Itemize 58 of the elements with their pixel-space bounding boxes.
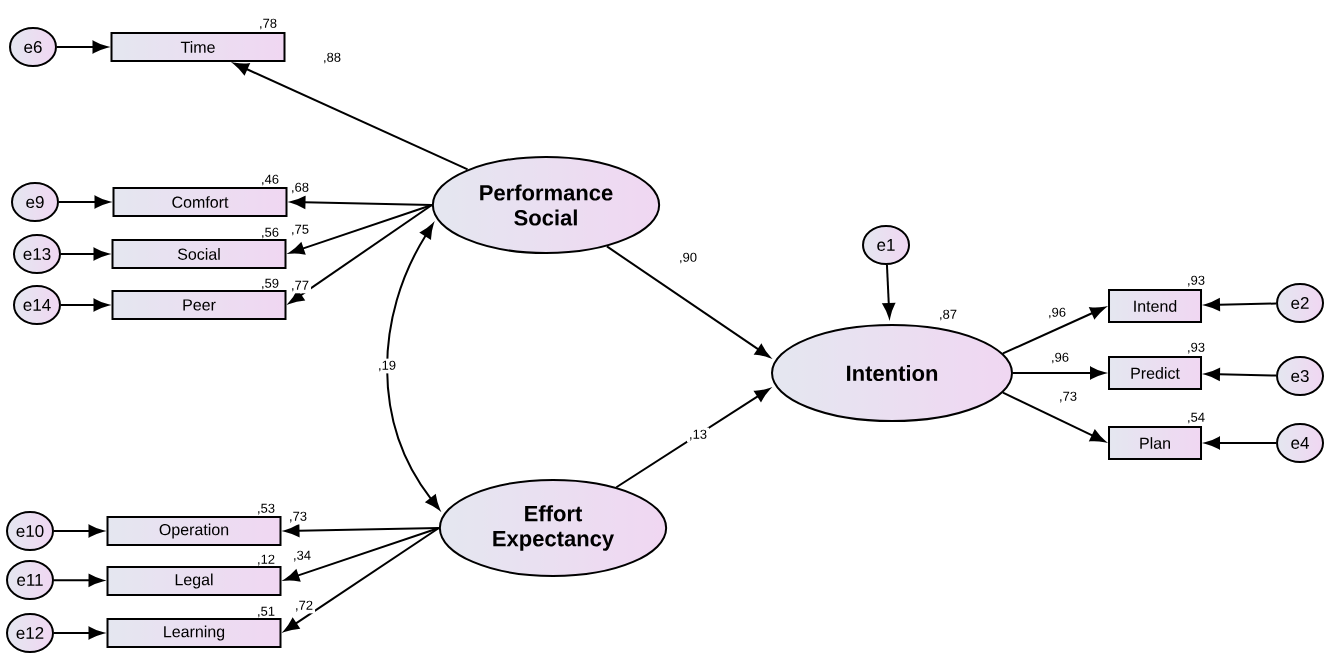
r-squared-label: ,46 <box>262 174 279 186</box>
path-arrow <box>53 626 104 640</box>
r-squared-label: ,59 <box>262 278 279 290</box>
path-arrow <box>289 204 433 255</box>
edge-label: ,73 <box>286 509 310 525</box>
r-squared-label: ,56 <box>262 227 279 239</box>
edge-label: ,13 <box>686 427 710 443</box>
indicator-box: Operation <box>106 516 282 546</box>
path-arrow <box>882 264 895 319</box>
path-arrow <box>288 204 433 304</box>
edge-label: ,75 <box>288 222 312 238</box>
indicator-box: Social <box>111 239 287 269</box>
path-arrow <box>56 40 108 54</box>
indicator-box: Peer <box>111 290 287 320</box>
indicator-box: Learning <box>106 618 282 648</box>
path-arrow <box>1001 391 1106 443</box>
edge-label: ,68 <box>288 180 312 196</box>
indicator-box: Time <box>110 32 286 62</box>
indicator-box: Predict <box>1108 356 1202 390</box>
path-arrow <box>233 62 469 171</box>
path-arrow <box>1012 366 1106 380</box>
edge-label: ,96 <box>1049 350 1072 366</box>
indicator-box: Plan <box>1108 426 1202 460</box>
path-arrow <box>605 245 771 358</box>
r-squared-label: ,53 <box>258 503 275 515</box>
path-arrow <box>60 298 109 312</box>
indicator-box: Comfort <box>112 187 288 217</box>
edge-label: ,90 <box>676 250 700 266</box>
path-arrow <box>386 223 440 511</box>
path-arrow <box>1205 436 1277 450</box>
path-arrow <box>53 574 104 587</box>
indicator-box: Legal <box>106 566 282 596</box>
edge-label: ,88 <box>320 50 344 66</box>
r-squared-label: ,93 <box>1188 275 1205 287</box>
edge-label: ,72 <box>292 598 316 614</box>
edge-label: ,34 <box>290 548 314 564</box>
path-arrow <box>290 196 433 209</box>
path-arrow <box>1205 298 1277 311</box>
r-squared-label: ,12 <box>258 554 275 566</box>
edge-label: ,96 <box>1046 305 1069 321</box>
path-arrow <box>53 524 104 538</box>
path-arrow <box>284 527 440 582</box>
path-arrow <box>1001 306 1106 355</box>
r-squared-label: ,93 <box>1188 342 1205 354</box>
edge-label: ,77 <box>288 278 312 294</box>
path-arrow <box>1205 368 1277 381</box>
r-squared-label: ,87 <box>940 309 957 321</box>
r-squared-label: ,54 <box>1188 412 1205 424</box>
path-arrow <box>615 388 770 489</box>
path-arrow <box>284 524 440 537</box>
edge-label: ,73 <box>1057 389 1080 405</box>
edge-label: ,19 <box>375 358 399 374</box>
path-arrow <box>60 247 109 261</box>
r-squared-label: ,78 <box>260 18 277 30</box>
path-arrow <box>283 527 440 632</box>
path-arrow <box>58 195 110 209</box>
indicator-box: Intend <box>1108 289 1202 323</box>
r-squared-label: ,51 <box>258 606 275 618</box>
